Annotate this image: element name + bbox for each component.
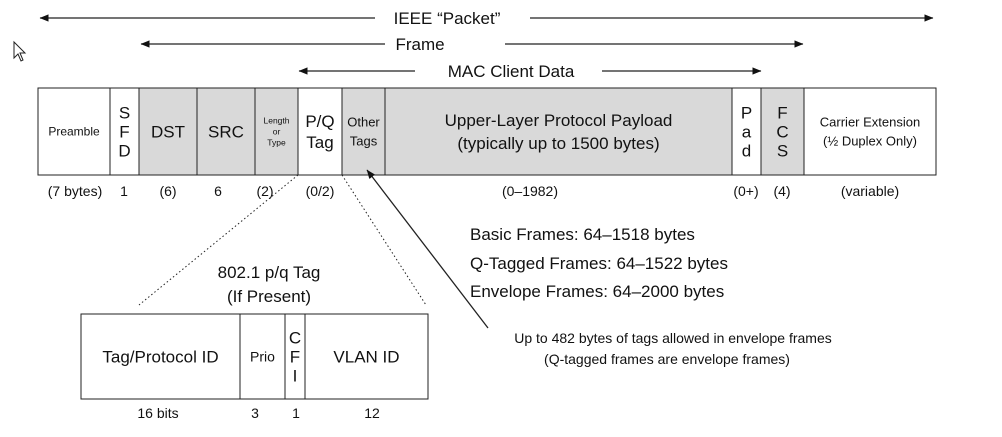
tag-field-prio-bits: 3 — [251, 405, 259, 421]
tag-note-line-1: Up to 482 bytes of tags allowed in envel… — [514, 330, 832, 346]
basic-frames-size: Basic Frames: 64–1518 bytes — [470, 225, 695, 244]
span-frame-label: Frame — [395, 35, 444, 54]
tag-note-line-2: (Q-tagged frames are envelope frames) — [544, 351, 790, 367]
field-dst-size: (6) — [159, 183, 176, 199]
field-src-box — [196, 87, 256, 176]
field-carrier-extension-label: Carrier Extension(½ Duplex Only) — [820, 115, 920, 149]
span-mac-client-data: MAC Client Data — [298, 62, 762, 81]
tag-field-prio: Prio — [239, 313, 286, 400]
tag-field-vlan-id: VLAN ID — [304, 313, 429, 400]
field-preamble-box — [37, 87, 111, 176]
tag-note: Up to 482 bytes of tags allowed in envel… — [514, 330, 832, 367]
span-frame: Frame — [140, 35, 804, 54]
field-carrier-extension-size: (variable) — [841, 183, 899, 199]
field-dst-label: DST — [151, 122, 185, 141]
field-carrier-extension-box — [803, 87, 937, 176]
field-upper-layer-protocol-payload-label: Upper-Layer Protocol Payload(typically u… — [445, 111, 673, 153]
field-preamble-size: (7 bytes) — [48, 183, 102, 199]
field-src: SRC — [196, 87, 256, 176]
field-src-size: 6 — [214, 183, 222, 199]
field-p-q-box — [297, 87, 343, 176]
field-length-box — [254, 87, 299, 176]
field-upper-layer-protocol-payload: Upper-Layer Protocol Payload(typically u… — [384, 87, 733, 176]
tag-field-tag-protocol-id-label: Tag/Protocol ID — [102, 347, 218, 366]
tag-subtitle: (If Present) — [227, 287, 311, 306]
tag-field-tag-protocol-id: Tag/Protocol ID — [80, 313, 241, 400]
span-packet-label: IEEE “Packet” — [394, 9, 501, 28]
field-p-q-size: (0/2) — [306, 183, 335, 199]
tag-field-tag-protocol-id-box — [80, 313, 241, 400]
field-p-size: (0+) — [733, 183, 758, 199]
span-packet: IEEE “Packet” — [39, 9, 934, 28]
field-other-box — [341, 87, 386, 176]
envelope-frames-size: Envelope Frames: 64–2000 bytes — [470, 282, 724, 301]
field-preamble: Preamble — [37, 87, 111, 176]
tag-title: 802.1 p/q Tag — [218, 263, 321, 282]
q-tagged-frames-size: Q-Tagged Frames: 64–1522 bytes — [470, 254, 728, 273]
tag-field-prio-label: Prio — [250, 348, 275, 364]
field-carrier-extension: Carrier Extension(½ Duplex Only) — [803, 87, 937, 176]
frame-field-sizes: (7 bytes) 1 (6) 6 (2) (0/2) (0–1982) (0+) (4) (va… — [48, 183, 899, 199]
mouse-cursor-icon — [13, 40, 27, 62]
tag-field-bits: 16 bits 3 1 12 — [137, 405, 380, 421]
field-dst: DST — [138, 87, 198, 176]
tag-field-vlan-id-label: VLAN ID — [333, 347, 399, 366]
field-s-size: 1 — [120, 183, 128, 199]
field-preamble-label: Preamble — [48, 125, 100, 139]
field-src-label: SRC — [208, 122, 244, 141]
field-p-box — [731, 87, 762, 176]
tag-field-cfi-bits: 1 — [292, 405, 300, 421]
field-length-size: (2) — [256, 183, 273, 199]
span-mac-client-label: MAC Client Data — [448, 62, 575, 81]
frame-size-summary: Basic Frames: 64–1518 bytes Q-Tagged Fra… — [470, 225, 728, 301]
other-tags-callout-arrow — [366, 169, 489, 329]
tag-field-vlan-id-bits: 12 — [364, 405, 380, 421]
zoom-line-right — [341, 174, 427, 306]
field-upper-layer-protocol-payload-box — [384, 87, 733, 176]
tag-field-vlan-id-box — [304, 313, 429, 400]
field-upper-layer-protocol-payload-size: (0–1982) — [502, 183, 558, 199]
field-f-size: (4) — [773, 183, 790, 199]
tag-field-tag-protocol-id-bits: 16 bits — [137, 405, 178, 421]
field-f-box — [760, 87, 805, 176]
tag-field-prio-box — [239, 313, 286, 400]
